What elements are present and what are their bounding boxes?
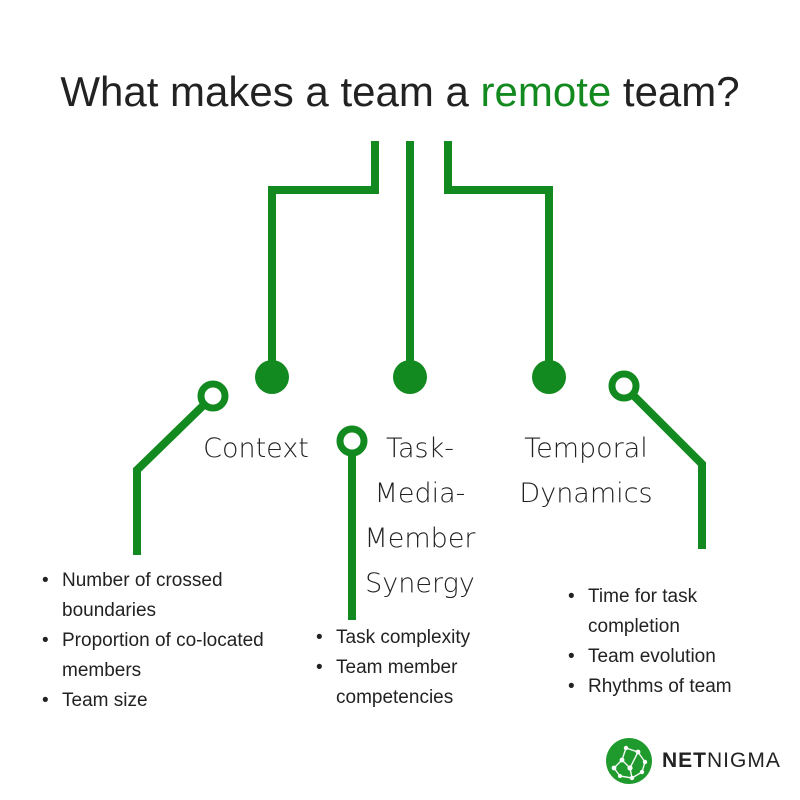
list-item: Team member competencies [312,653,512,713]
brand-name-part2: NIGMA [707,749,781,772]
connector-context [268,141,379,376]
heading-temporal-line: Dynamics [519,478,653,509]
brand-logo: NETNIGMA [606,738,781,784]
node-dot-context [255,360,289,394]
heading-temporal-dynamics: Temporal Dynamics [506,426,666,516]
list-item: Team size [38,686,278,716]
title-accent: remote [480,68,612,115]
ring-task [336,425,368,457]
branch-context [133,393,216,555]
node-dot-task [393,360,427,394]
list-item: Rhythms of team [564,672,774,702]
list-item: Number of crossed boundaries [38,566,278,626]
heading-task-line: Media- [374,478,466,509]
heading-task-line: Synergy [365,568,475,599]
heading-temporal-line: Temporal [524,433,648,464]
title-after: team? [622,68,740,115]
ring-temporal [608,370,640,402]
branch-temporal [621,383,706,549]
heading-task-media-member-synergy: Task- Media- Member Synergy [350,426,490,606]
node-dot-temporal [532,360,566,394]
list-item: Task complexity [312,623,512,653]
network-globe-icon [606,738,652,784]
ring-context [197,380,229,412]
context-bullet-list: Number of crossed boundaries Proportion … [38,566,278,716]
brand-name: NETNIGMA [662,749,781,773]
list-item: Proportion of co-located members [38,626,278,686]
temporal-bullet-list: Time for task completion Team evolution … [564,582,774,702]
heading-context-line: Context [203,433,309,464]
connector-temporal [444,141,553,376]
list-item: Team evolution [564,642,774,672]
list-item: Time for task completion [564,582,774,642]
title-before: What makes a team a [60,68,469,115]
brand-name-part1: NET [662,749,707,772]
task-bullet-list: Task complexity Team member competencies [312,623,512,713]
heading-task-line: Member [364,523,476,554]
heading-task-line: Task- [385,433,454,464]
page-title: What makes a team a remote team? [0,68,800,116]
heading-context: Context [196,426,316,471]
